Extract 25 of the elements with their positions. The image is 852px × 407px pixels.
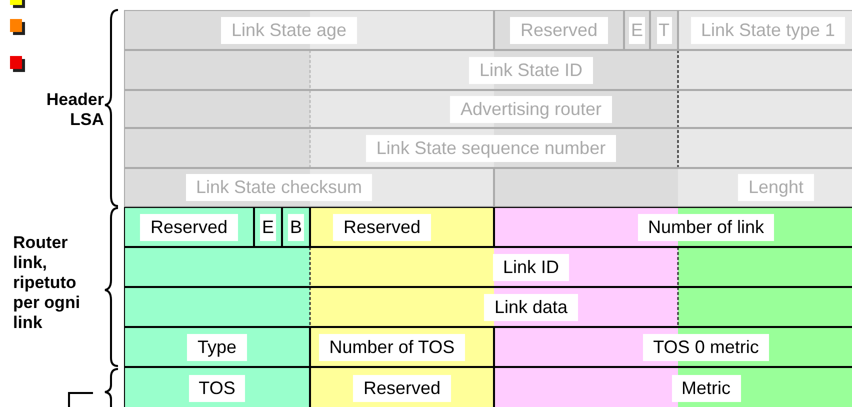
field-label: Link data (484, 294, 578, 320)
field-label: Reserved (140, 214, 238, 240)
brace-label: Router link, ripetuto per ogni link (13, 233, 82, 333)
field-label: Link State checksum (186, 174, 372, 201)
brace-label: Header LSA (45, 90, 104, 130)
field-label: E (628, 16, 645, 44)
field-label: Link State sequence number (366, 134, 616, 162)
field-label: TOS 0 metric (643, 334, 769, 360)
field-label: Reserved (510, 16, 608, 44)
field-label: TOS (188, 374, 246, 402)
field-label: Metric (672, 374, 740, 402)
field-label: Link State ID (469, 56, 593, 84)
field-label: Reserved (353, 374, 451, 402)
field-label: T (656, 16, 672, 44)
field-label: Link ID (492, 254, 570, 280)
field-label: Number of TOS (319, 334, 465, 360)
field-label: Number of link (638, 214, 774, 240)
field-label: Link State age (221, 16, 357, 44)
field-label: Reserved (333, 214, 431, 240)
field-label: Advertising router (450, 96, 612, 122)
field-label: B (288, 214, 304, 240)
field-label: Type (187, 334, 247, 360)
field-label: Link State type 1 (690, 16, 846, 44)
field-label: Lenght (738, 174, 814, 201)
field-label: E (260, 214, 276, 240)
